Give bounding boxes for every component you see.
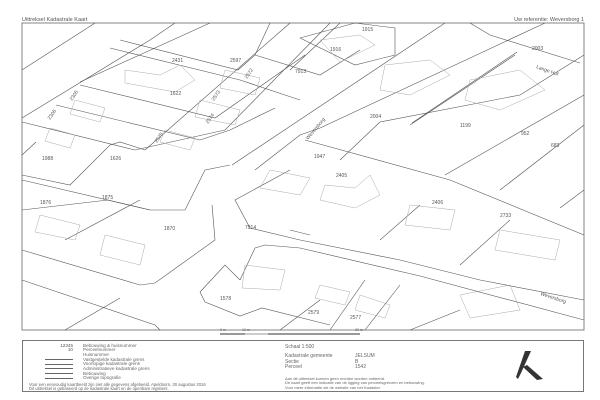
parcel-number: 683: [551, 143, 560, 149]
parcel-number: 1947: [314, 154, 325, 160]
parcel-number: 1578: [220, 296, 231, 302]
section: B: [355, 358, 359, 365]
footer-line: Voor een eenvoudig kaartbeeld zijn niet …: [29, 381, 206, 387]
parcel-info: Schaal 1:500 Kadastrale gemeente JELSUM S…: [285, 344, 375, 371]
scale: Schaal 1:500: [285, 344, 315, 350]
parcel-number: 1622: [170, 91, 181, 97]
scale-label: 20 m: [355, 328, 363, 332]
buildings: [34, 34, 561, 319]
parcel-number: 2431: [172, 58, 183, 64]
parcel-number: 1876: [40, 200, 51, 206]
footer-line: Dit uittreksel is gebaseerd op de kadast…: [29, 386, 169, 392]
legend-item: Huisnummer: [83, 351, 110, 357]
legend-item: Bebouwing: [83, 370, 106, 376]
reference: Uw referentie: Weversborg 1: [514, 17, 584, 23]
parcel-number: 952: [521, 131, 530, 137]
scale-label: 0 m: [220, 328, 226, 332]
municipality-label: Kadastrale gemeente: [285, 353, 333, 360]
parcel-number: 2575: [154, 131, 165, 144]
parcel-number: 1875: [102, 195, 113, 201]
parcel-number: 2004: [370, 114, 381, 120]
parcel-number: 2405: [336, 173, 347, 179]
parcel-number: 1915: [362, 27, 373, 33]
parcel-numbers: 1915 1916 2431 2597 2003 1622 2572 7913 …: [40, 27, 560, 321]
parcel-number: 7913: [295, 69, 306, 75]
parcel: 1542: [355, 364, 367, 371]
parcel-number: 1870: [164, 226, 175, 232]
parcel-number: 2577: [350, 315, 361, 321]
parcel-number: 1916: [330, 47, 341, 53]
parcel-number: 2572: [244, 67, 255, 80]
parcel-number: 2306: [47, 108, 58, 121]
kadaster-logo: [516, 351, 543, 380]
legend: 12345 Bebouwing & huisnummer 10 Perceelnum…: [22, 340, 584, 392]
legend-symbol: 12345: [60, 342, 73, 348]
scale-bar: 0 m 10 m 20 m: [220, 328, 363, 335]
parcel-number: 2579: [308, 310, 319, 316]
legend-item: Administratieve kadastrale grens: [83, 365, 150, 371]
document-title: Uittreksel Kadastrale Kaart: [22, 17, 88, 23]
scale-label: 10 m: [242, 328, 250, 332]
legend-item: Voorlopige kadastrale grens: [83, 361, 140, 367]
parcel-boundaries: [21, 22, 585, 331]
parcel-label: Perceel: [285, 364, 302, 371]
legend-item: Perceelnummer: [83, 347, 116, 353]
parcel-number: 1988: [42, 156, 53, 162]
legend-symbol: 10: [67, 347, 73, 353]
disclaimer: Aan dit uittreksel kunnen geen rechten w…: [285, 376, 425, 390]
parcel-number: 1626: [110, 156, 121, 162]
parcel-number: 2305: [69, 89, 80, 102]
parcel-number: 2406: [432, 200, 443, 206]
municipality: JELSUM: [355, 353, 375, 360]
parcel-number: 2574: [205, 112, 216, 125]
legend-item: Overige topografie: [83, 375, 121, 381]
parcel-number: 2733: [500, 213, 511, 219]
parcel-number: 1199: [460, 123, 471, 129]
legend-item: Bebouwing & huisnummer: [83, 342, 137, 348]
parcel-number: 2573: [211, 89, 222, 102]
parcel-number: 2003: [532, 46, 543, 52]
parcel-number: 2597: [230, 58, 241, 64]
parcel-number: 7914: [245, 225, 256, 231]
legend-item: Vastgestelde kadastrale grens: [83, 356, 145, 362]
cadastral-map: 1915 1916 2431 2597 2003 1622 2572 7913 …: [21, 22, 585, 335]
section-label: Sectie: [285, 358, 299, 365]
